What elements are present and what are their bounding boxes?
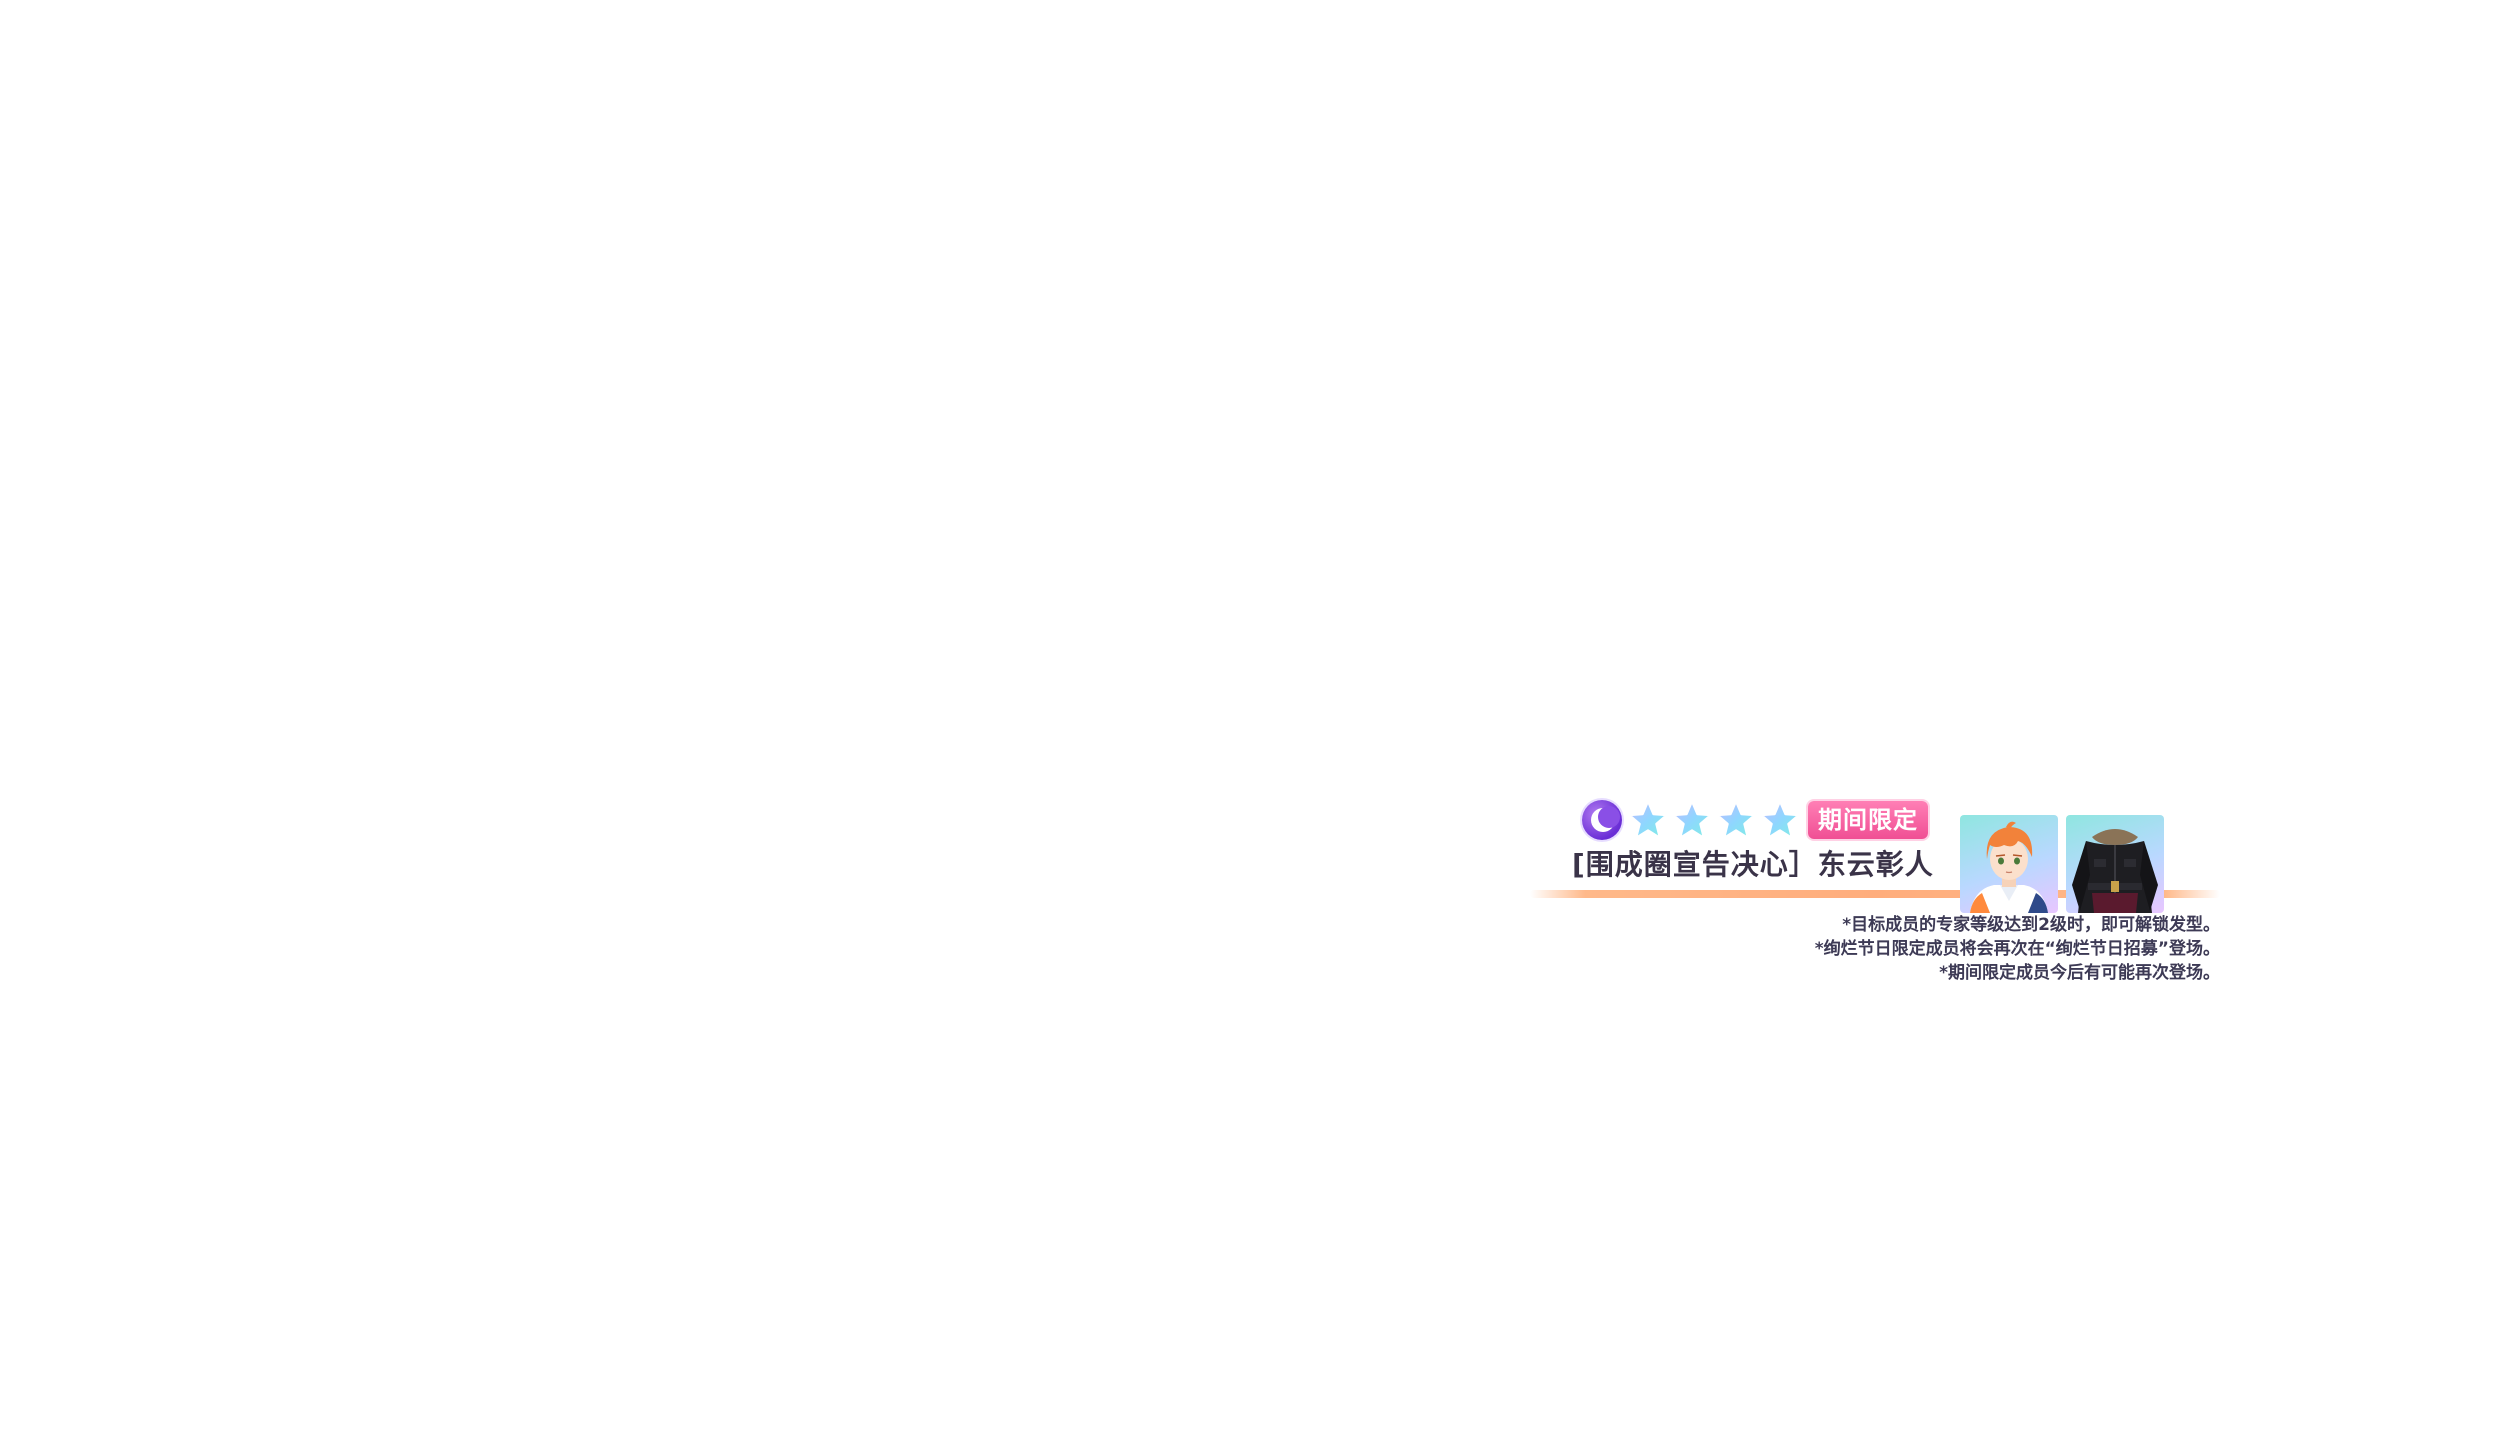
outfit-preview[interactable] [2066, 815, 2164, 913]
star-icon [1627, 799, 1669, 840]
limited-badge: 期间限定 [1808, 801, 1928, 839]
black-jacket-outfit-icon [2072, 829, 2158, 913]
orange-haired-boy-portrait-icon [1970, 821, 2048, 913]
moon-icon [1582, 800, 1622, 840]
rarity-row: 期间限定 [1582, 797, 1928, 843]
note-line: *绚烂节日限定成员将会再次在“绚烂节日招募”登场。 [1814, 939, 2220, 959]
star-icon [1671, 799, 1713, 840]
card-name: [围成圈宣告决心］东云彰人 [1572, 848, 1934, 881]
star-icon [1715, 799, 1757, 840]
underline-divider [1530, 890, 2220, 898]
notes-block: *目标成员的专家等级达到2级时，即可解锁发型。 *绚烂节日限定成员将会再次在“绚… [1815, 913, 2220, 985]
card-info-panel: 期间限定 [围成圈宣告决心］东云彰人 [1530, 795, 2220, 995]
note-line: *期间限定成员今后有可能再次登场。 [1939, 963, 2220, 983]
character-portrait[interactable] [1960, 815, 2058, 913]
star-icon [1759, 799, 1801, 840]
note-line: *目标成员的专家等级达到2级时，即可解锁发型。 [1842, 915, 2220, 935]
